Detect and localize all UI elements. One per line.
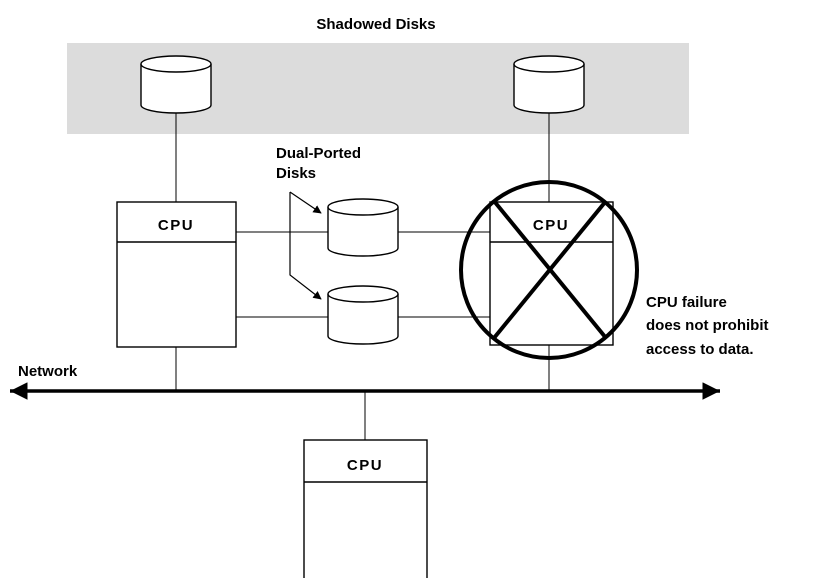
cpu-box-bottom: CPU <box>303 439 428 578</box>
network-label: Network <box>18 363 78 380</box>
shadowed-disk-left <box>140 55 212 114</box>
cpu-label-bottom: CPU <box>347 457 383 474</box>
shadowed-disk-right <box>513 55 585 114</box>
dual-ported-disk-bottom <box>327 285 399 345</box>
dual-ported-label-line2: Disks <box>276 165 316 182</box>
failure-note-line3: access to data. <box>646 341 754 358</box>
cpu-label-right: CPU <box>533 217 569 234</box>
failure-note-line2: does not prohibit <box>646 317 768 334</box>
failure-note-line1: CPU failure <box>646 294 727 311</box>
cpu-box-left: CPU <box>116 201 237 348</box>
shadowed-disks-label: Shadowed Disks <box>316 16 435 33</box>
dual-ported-label-line1: Dual-Ported <box>276 145 361 162</box>
cpu-label-left: CPU <box>158 217 194 234</box>
failure-x-stroke-2 <box>492 199 608 340</box>
dual-ported-disk-top <box>327 198 399 257</box>
pointer-arrow-top <box>289 191 322 214</box>
pointer-arrow-bottom <box>289 192 322 300</box>
